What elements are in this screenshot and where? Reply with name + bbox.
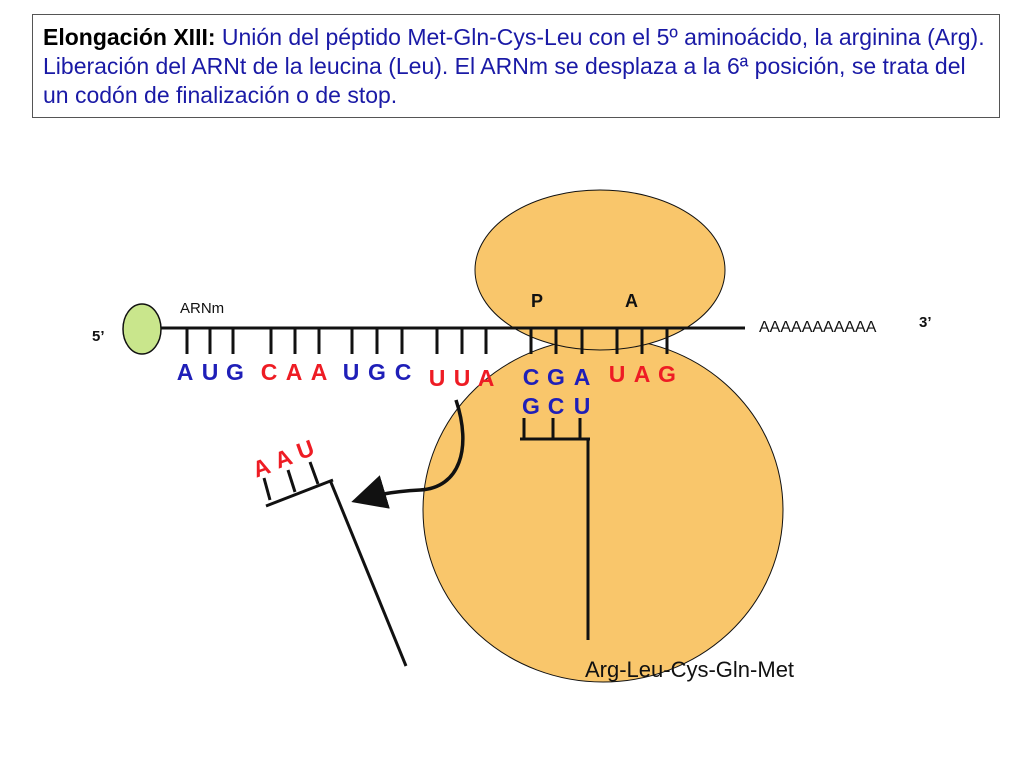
codon-4: U U A bbox=[429, 365, 495, 391]
codon-base: A bbox=[574, 364, 591, 390]
caption-lead: Elongación XIII: bbox=[43, 24, 216, 50]
released-anticodon-base: A bbox=[249, 452, 274, 482]
codon-base: A bbox=[286, 359, 303, 385]
ribosome-small-subunit bbox=[474, 189, 726, 351]
codon-3: U G C bbox=[343, 359, 412, 385]
codon-base: A bbox=[177, 359, 194, 385]
trna-released-bar bbox=[265, 478, 334, 508]
codon-base: C bbox=[523, 364, 540, 390]
released-anticodon-base: A bbox=[271, 443, 296, 473]
caption-box: Elongación XIII: Unión del péptido Met-G… bbox=[32, 14, 1000, 118]
mrna-label: ARNm bbox=[180, 300, 224, 317]
anticodon-base: C bbox=[548, 393, 565, 419]
codon-base: U bbox=[609, 361, 626, 387]
codon-base: G bbox=[658, 361, 676, 387]
codon-base: G bbox=[547, 364, 565, 390]
release-arrow bbox=[351, 399, 465, 509]
trna-released-tooth bbox=[286, 469, 297, 493]
codon-base: U bbox=[202, 359, 219, 385]
codon-6: U A G bbox=[609, 361, 676, 387]
released-anticodon-base: U bbox=[293, 434, 318, 464]
codon-2: C A A bbox=[261, 359, 328, 385]
peptide-chain: Arg-Leu-Cys-Gln-Met bbox=[585, 657, 794, 682]
mrna-5-cap bbox=[122, 303, 162, 355]
poly-a-tail: AAAAAAAAAAA bbox=[759, 319, 877, 336]
mrna-strand bbox=[122, 303, 745, 355]
three-prime-label: 3’ bbox=[919, 314, 932, 331]
trna-released-tooth bbox=[262, 477, 272, 501]
anticodon-base: G bbox=[522, 393, 540, 419]
codon-5: C G A bbox=[523, 364, 591, 390]
ribosome-site-a: A bbox=[625, 291, 638, 311]
trna-released-stem bbox=[328, 479, 408, 667]
codon-base: U bbox=[454, 365, 471, 391]
codon-base: U bbox=[429, 365, 446, 391]
trna-released-tooth bbox=[308, 461, 320, 485]
codon-base: A bbox=[478, 365, 495, 391]
codon-base: U bbox=[343, 359, 360, 385]
trna-released: A A U bbox=[249, 434, 408, 667]
caption-body: Unión del péptido Met-Gln-Cys-Leu con el… bbox=[43, 24, 985, 108]
codon-base: A bbox=[634, 361, 651, 387]
five-prime-label: 5’ bbox=[92, 328, 105, 345]
codon-base: A bbox=[311, 359, 328, 385]
anticodon-base: U bbox=[574, 393, 591, 419]
codon-base: C bbox=[395, 359, 412, 385]
codon-base: C bbox=[261, 359, 278, 385]
ribosome-site-p: P bbox=[531, 291, 543, 311]
codon-base: G bbox=[226, 359, 244, 385]
codon-1: A U G bbox=[177, 359, 244, 385]
ribosome bbox=[422, 189, 784, 683]
trna-bound: G C U bbox=[520, 393, 590, 640]
codon-base: G bbox=[368, 359, 386, 385]
mrna-teeth bbox=[185, 328, 669, 354]
